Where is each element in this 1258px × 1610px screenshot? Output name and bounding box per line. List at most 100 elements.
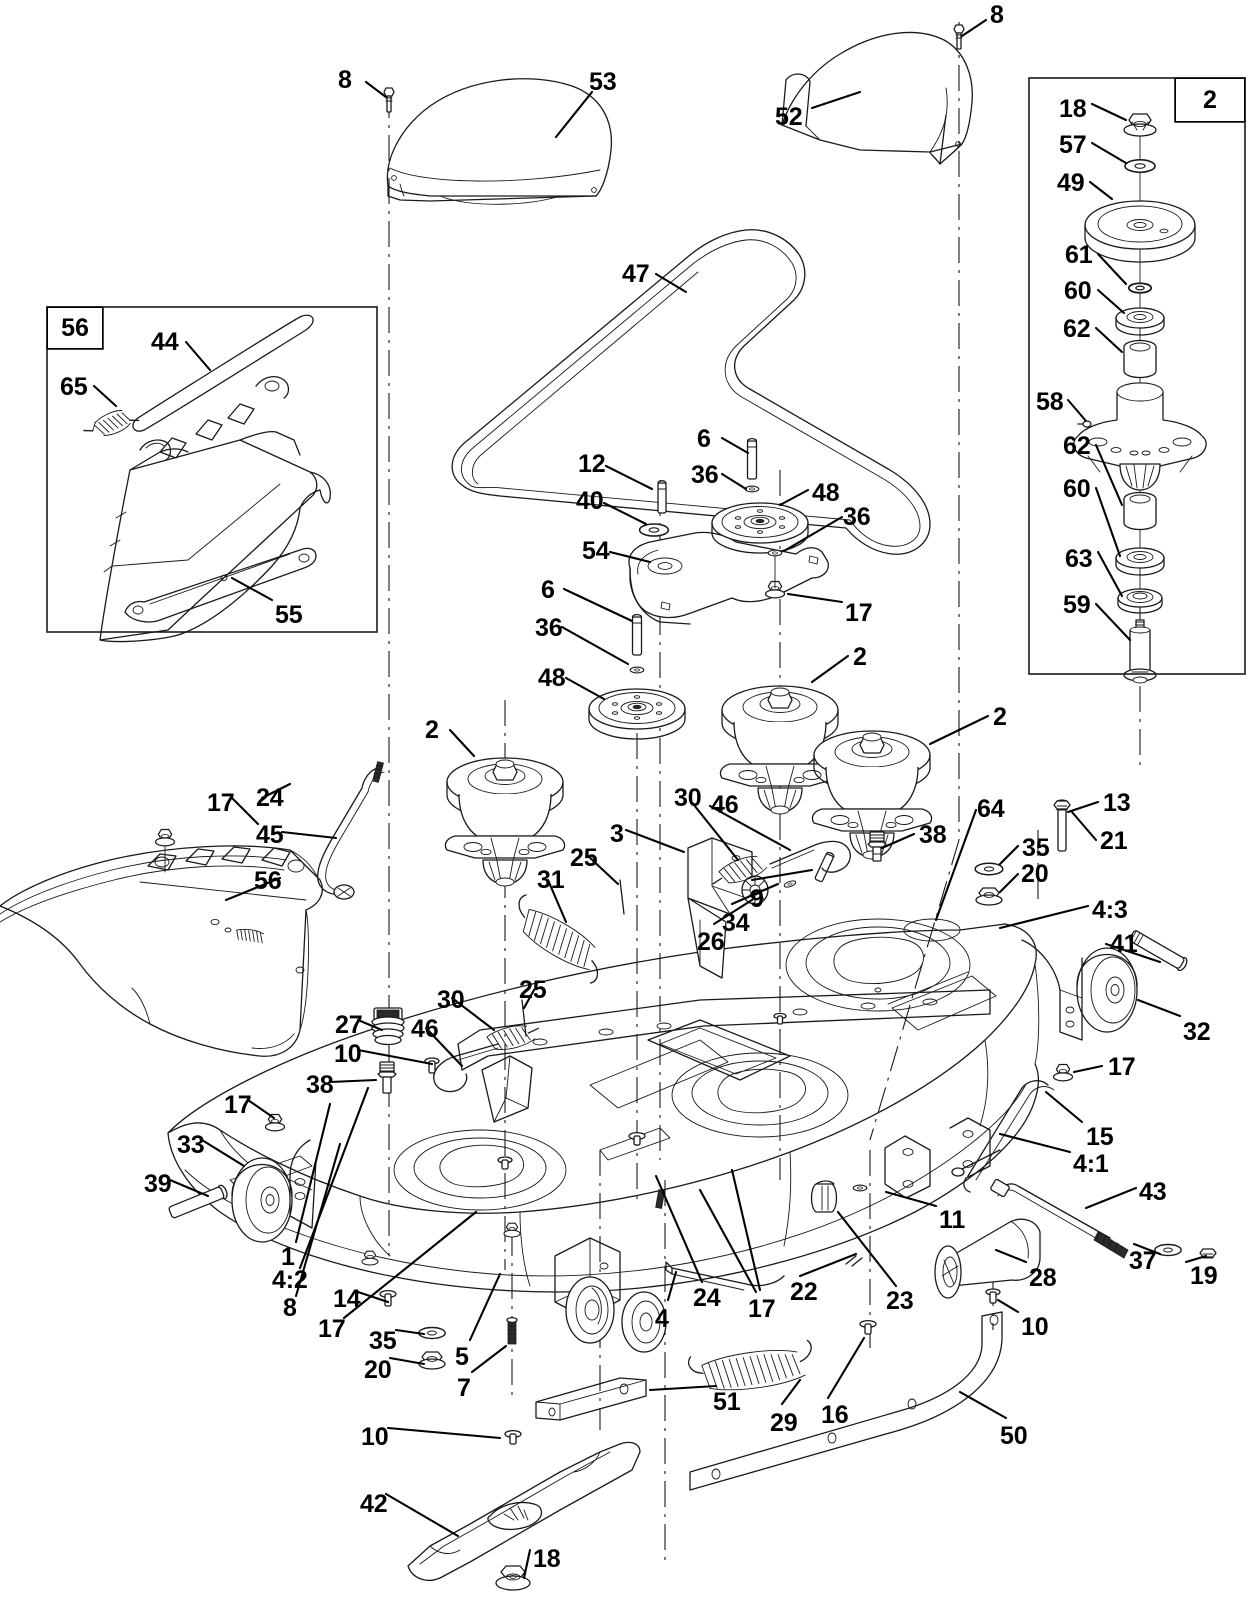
screw-deck-c bbox=[773, 1012, 787, 1025]
callout-15: 15 bbox=[1086, 1123, 1114, 1151]
callout-28: 28 bbox=[1029, 1264, 1057, 1292]
callout-57: 57 bbox=[1059, 131, 1087, 159]
part-56-chute bbox=[0, 845, 323, 1057]
callout-26: 26 bbox=[697, 928, 725, 956]
callout-46: 46 bbox=[411, 1015, 439, 1043]
part-46-rod-lower bbox=[433, 1043, 499, 1093]
callout-2: 2 bbox=[853, 643, 867, 671]
screw-10-blade bbox=[504, 1429, 522, 1445]
callout-46: 46 bbox=[711, 791, 739, 819]
fastener-12 bbox=[657, 480, 667, 514]
inset-box-56-contents bbox=[83, 314, 331, 643]
callout-16: 16 bbox=[821, 1401, 849, 1429]
callout-36: 36 bbox=[691, 461, 719, 489]
part-45-handle bbox=[317, 767, 385, 900]
callout-24: 24 bbox=[256, 784, 284, 812]
callout-10: 10 bbox=[334, 1040, 362, 1068]
callout-55: 55 bbox=[275, 601, 303, 629]
callout-44: 44 bbox=[151, 328, 179, 356]
callout-17: 17 bbox=[845, 599, 873, 627]
callout-18: 18 bbox=[1059, 95, 1087, 123]
callout-64: 64 bbox=[977, 795, 1005, 823]
callout-14: 14 bbox=[333, 1285, 361, 1313]
callout-29: 29 bbox=[770, 1409, 798, 1437]
callout-6: 6 bbox=[697, 425, 711, 453]
callout-19: 19 bbox=[1190, 1262, 1218, 1290]
callout-42: 42 bbox=[360, 1490, 388, 1518]
screw-10-left bbox=[424, 1057, 440, 1074]
nut-17-chute bbox=[154, 828, 176, 847]
part-15-handle bbox=[963, 1080, 1055, 1193]
callout-51: 51 bbox=[713, 1388, 741, 1416]
caster-mid-front bbox=[621, 1291, 667, 1353]
callout-40: 40 bbox=[576, 487, 604, 515]
part-50-skid-long bbox=[689, 1311, 1003, 1491]
callout-5: 5 bbox=[455, 1343, 469, 1371]
nut-17-deck-right bbox=[1052, 1063, 1074, 1082]
callout-45: 45 bbox=[256, 821, 284, 849]
callout-21: 21 bbox=[1100, 827, 1128, 855]
fastener-6-upper bbox=[746, 437, 758, 480]
screw-16 bbox=[859, 1319, 877, 1335]
callout-52: 52 bbox=[775, 103, 803, 131]
blade-recess-left bbox=[393, 1129, 567, 1211]
callout-43: 43 bbox=[1139, 1178, 1167, 1206]
callout-32: 32 bbox=[1183, 1018, 1211, 1046]
part-23-clip bbox=[810, 1180, 838, 1213]
callout-30: 30 bbox=[674, 784, 702, 812]
callout-24: 24 bbox=[693, 1284, 721, 1312]
callout-1: 1 bbox=[281, 1243, 295, 1271]
callout-17: 17 bbox=[207, 789, 235, 817]
bolt-39 bbox=[168, 1184, 228, 1219]
callout-4-3: 4:3 bbox=[1092, 896, 1128, 924]
callout-20: 20 bbox=[1021, 860, 1049, 888]
part-53-belt-cover bbox=[386, 78, 613, 205]
callout-39: 39 bbox=[144, 1170, 172, 1198]
bolt-9 bbox=[814, 851, 835, 883]
callout-4-1: 4:1 bbox=[1073, 1150, 1109, 1178]
nut-deck-d bbox=[503, 1222, 521, 1238]
nut-17-deck-left bbox=[264, 1113, 286, 1132]
callout-49: 49 bbox=[1057, 169, 1085, 197]
part-54-idler-arm bbox=[628, 531, 829, 625]
part-30-spring-upper bbox=[712, 855, 768, 885]
part-52-belt-cover bbox=[781, 31, 973, 165]
part-48-idler-lower bbox=[588, 688, 686, 740]
callout-38: 38 bbox=[306, 1071, 334, 1099]
deck-bracket-left bbox=[481, 1055, 533, 1123]
part-30-spring-lower bbox=[486, 1025, 540, 1050]
inset-box-label-56: 56 bbox=[47, 307, 103, 349]
inset-box-label-2: 2 bbox=[1175, 78, 1245, 122]
nut-21 bbox=[1053, 800, 1071, 811]
callout-50: 50 bbox=[1000, 1422, 1028, 1450]
callout-65: 65 bbox=[60, 373, 88, 401]
callout-12: 12 bbox=[578, 450, 606, 478]
callout-22: 22 bbox=[790, 1278, 818, 1306]
callout-17: 17 bbox=[748, 1295, 776, 1323]
callout-17: 17 bbox=[1108, 1053, 1136, 1081]
part-43-rod bbox=[990, 1178, 1129, 1259]
callout-25: 25 bbox=[519, 976, 547, 1004]
locknut-20 bbox=[975, 887, 1003, 906]
callout-4: 4 bbox=[655, 1305, 669, 1333]
washer-35 bbox=[974, 862, 1004, 876]
callout-25: 25 bbox=[570, 844, 598, 872]
washer-23b bbox=[852, 1184, 868, 1192]
callout-36: 36 bbox=[843, 503, 871, 531]
callout-10: 10 bbox=[361, 1423, 389, 1451]
bolt-41 bbox=[1129, 930, 1188, 972]
callout-37: 37 bbox=[1129, 1247, 1157, 1275]
callout-58: 58 bbox=[1036, 388, 1064, 416]
part-38-fitting-left bbox=[377, 1061, 397, 1094]
screw-deck-b bbox=[497, 1156, 513, 1170]
screw-14 bbox=[379, 1289, 397, 1307]
callout-8: 8 bbox=[283, 1294, 297, 1322]
part-47-belt bbox=[451, 229, 931, 555]
callout-8: 8 bbox=[338, 66, 352, 94]
callout-48: 48 bbox=[538, 664, 566, 692]
washer-36-upper bbox=[744, 485, 760, 493]
callout-63: 63 bbox=[1065, 545, 1093, 573]
screw-7 bbox=[506, 1316, 518, 1345]
callout-60: 60 bbox=[1064, 277, 1092, 305]
